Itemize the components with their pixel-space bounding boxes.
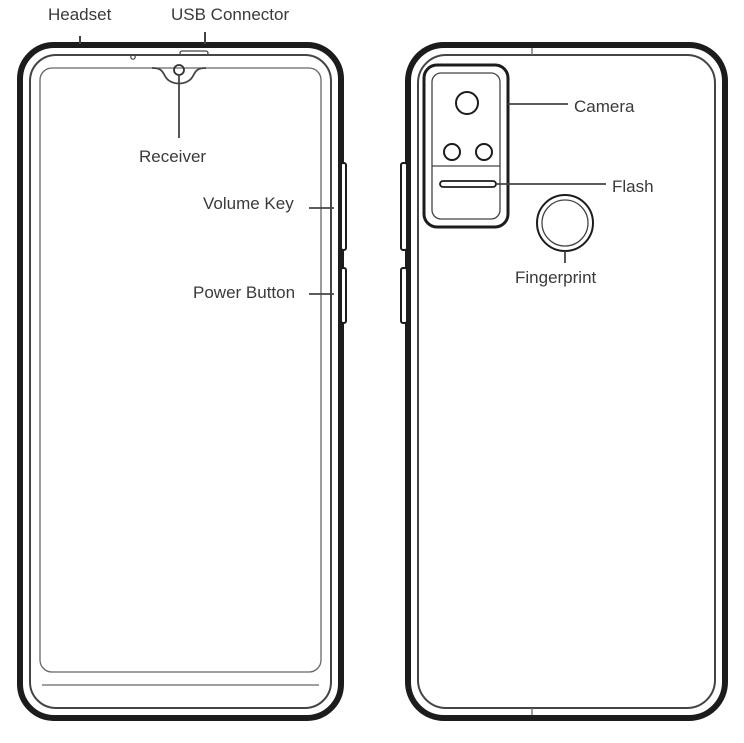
fingerprint-sensor-outer [536,194,594,252]
label-headset: Headset [48,5,112,24]
fingerprint-sensor-inner [541,199,589,247]
secondary-camera-lens-left [443,143,461,161]
front-camera-icon [173,64,185,76]
back-frame-outline [417,54,716,709]
top-mic-hole [130,54,136,60]
flash-led [439,180,497,188]
power-button [340,267,347,324]
label-volume-key: Volume Key [203,194,294,213]
back-body-outline [405,42,728,721]
back-volume-key [400,162,408,251]
phone-front-view [17,32,347,721]
label-flash: Flash [612,177,654,196]
label-receiver: Receiver [139,147,206,166]
main-camera-lens [455,91,479,115]
front-body-outline [17,42,344,721]
label-camera: Camera [574,97,635,116]
back-power-button [400,267,408,324]
usb-port-slot [179,50,209,56]
phone-back-view [400,42,728,721]
front-screen [39,67,322,673]
camera-module-inner [431,72,501,220]
label-fingerprint: Fingerprint [515,268,597,287]
volume-key [340,162,347,251]
label-usb-connector: USB Connector [171,5,289,24]
secondary-camera-lens-right [475,143,493,161]
camera-module [422,63,510,229]
label-power-button: Power Button [193,283,295,302]
